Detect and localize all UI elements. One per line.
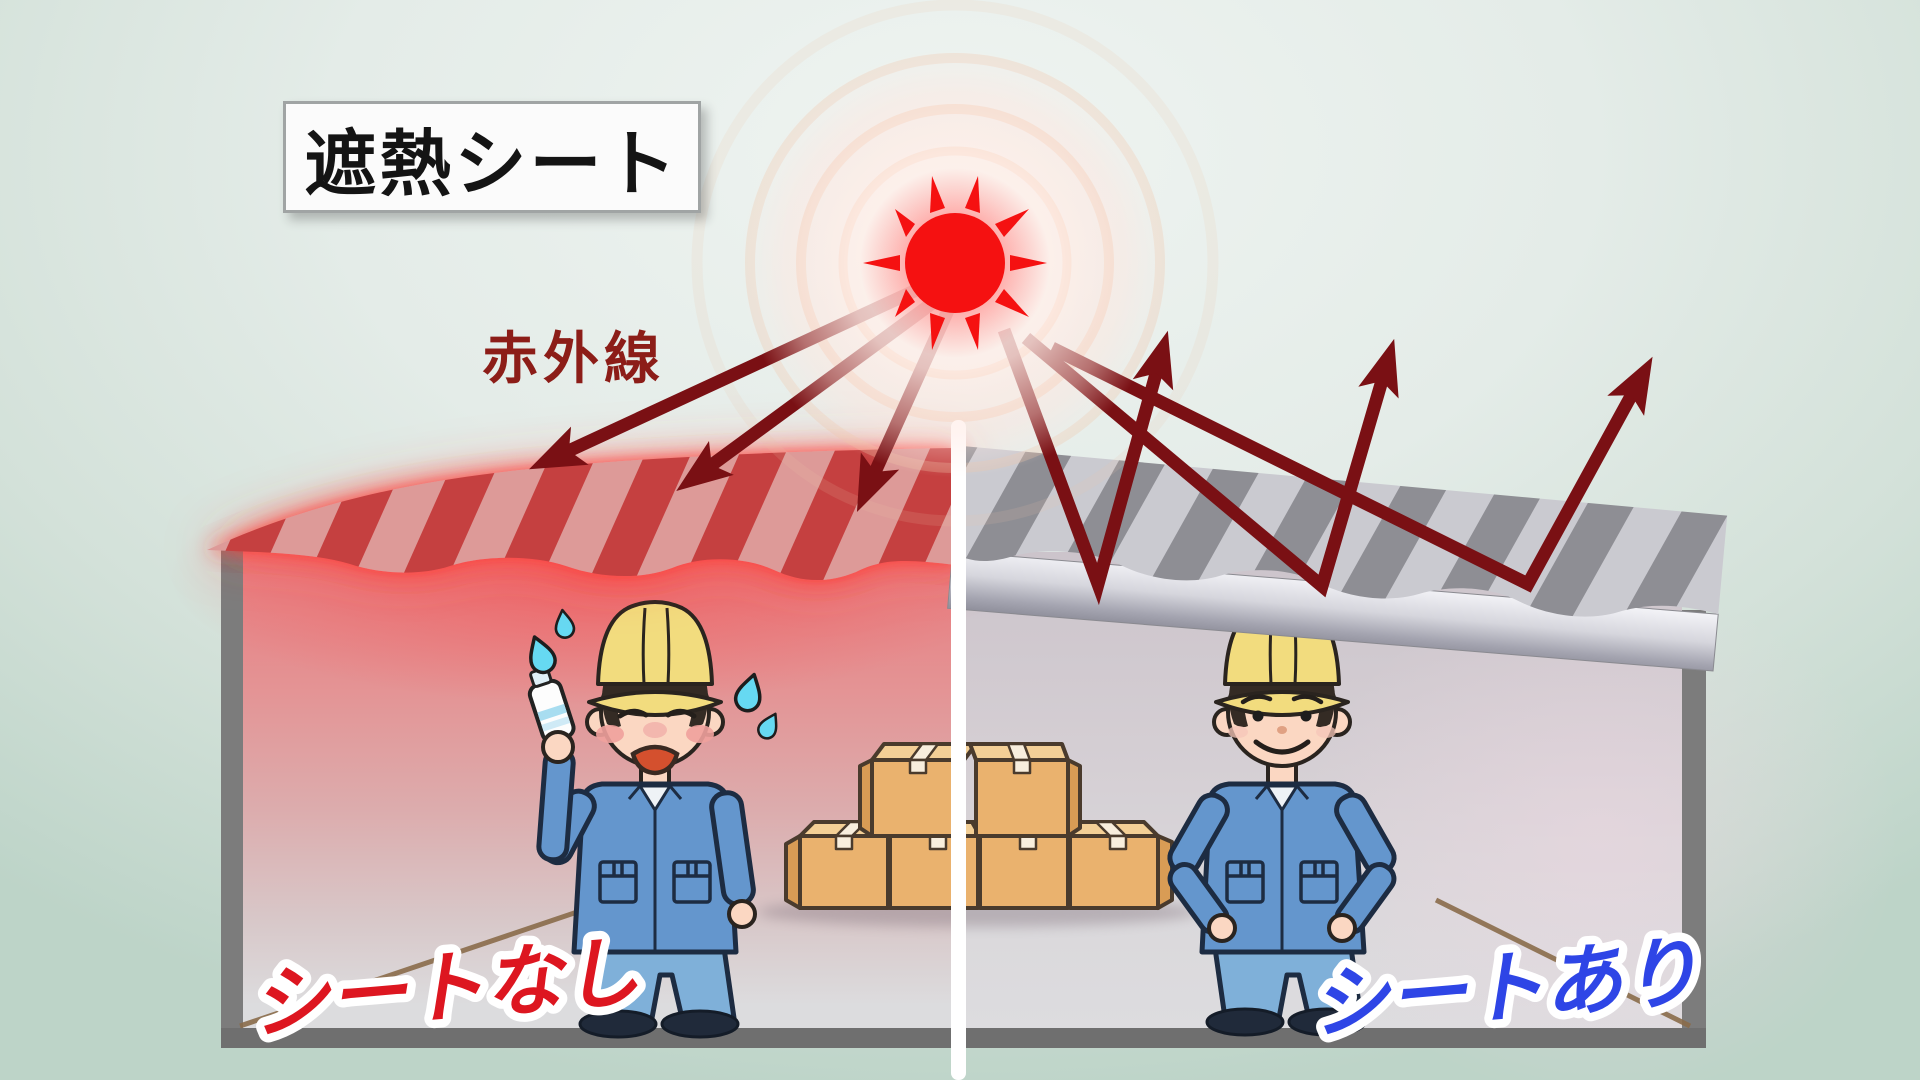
right-floor-line [1434, 897, 1692, 1029]
collar [1264, 784, 1300, 813]
reflected-arrow [1049, 342, 1653, 593]
left-shoe [1205, 1007, 1285, 1037]
collar [637, 784, 673, 813]
hot-roof-sheet [207, 448, 956, 581]
infrared-label: 赤外線 [482, 327, 665, 390]
left-forearm [536, 747, 576, 863]
caption-with-sheet: シートあり [1299, 919, 1712, 1058]
worker-cool-figure [1167, 600, 1397, 1037]
divider-line [951, 420, 966, 1080]
left-hand [541, 730, 575, 764]
smiling-face [1228, 694, 1336, 755]
right-hand [1327, 913, 1357, 943]
head [1212, 600, 1352, 768]
cool-interior-tint [1300, 580, 1900, 1080]
caption-no-sheet-text: シートなし [247, 927, 643, 1049]
zipper [1254, 785, 1310, 950]
hard-hat-icon [596, 600, 714, 686]
page-title: 遮熱シート [304, 124, 680, 205]
cool-roof-fascia [947, 551, 1719, 672]
sun-icon [863, 176, 1047, 350]
left-hand [1207, 913, 1237, 943]
chest-pockets [598, 860, 712, 904]
title-box: 遮熱シート [283, 101, 701, 213]
right-wall-edge [1682, 610, 1706, 1047]
right-shoe [1287, 1007, 1367, 1037]
head [585, 600, 725, 776]
right-hand [727, 899, 757, 929]
worker-hot-figure [521, 600, 785, 1039]
zipper [627, 785, 683, 950]
left-shoe [578, 1009, 658, 1039]
right-shoe [660, 1009, 740, 1039]
box-bottom-4 [1054, 820, 1174, 910]
caption-with-sheet-text: シートあり [1307, 927, 1703, 1049]
caption-no-sheet: シートなし [239, 919, 652, 1058]
box-top-1 [858, 742, 978, 838]
box-top-2 [968, 742, 1082, 838]
distressed-face [596, 708, 714, 776]
left-wall-edge [221, 545, 243, 1047]
hot-roof [207, 448, 956, 581]
chest-pockets [1225, 860, 1339, 904]
